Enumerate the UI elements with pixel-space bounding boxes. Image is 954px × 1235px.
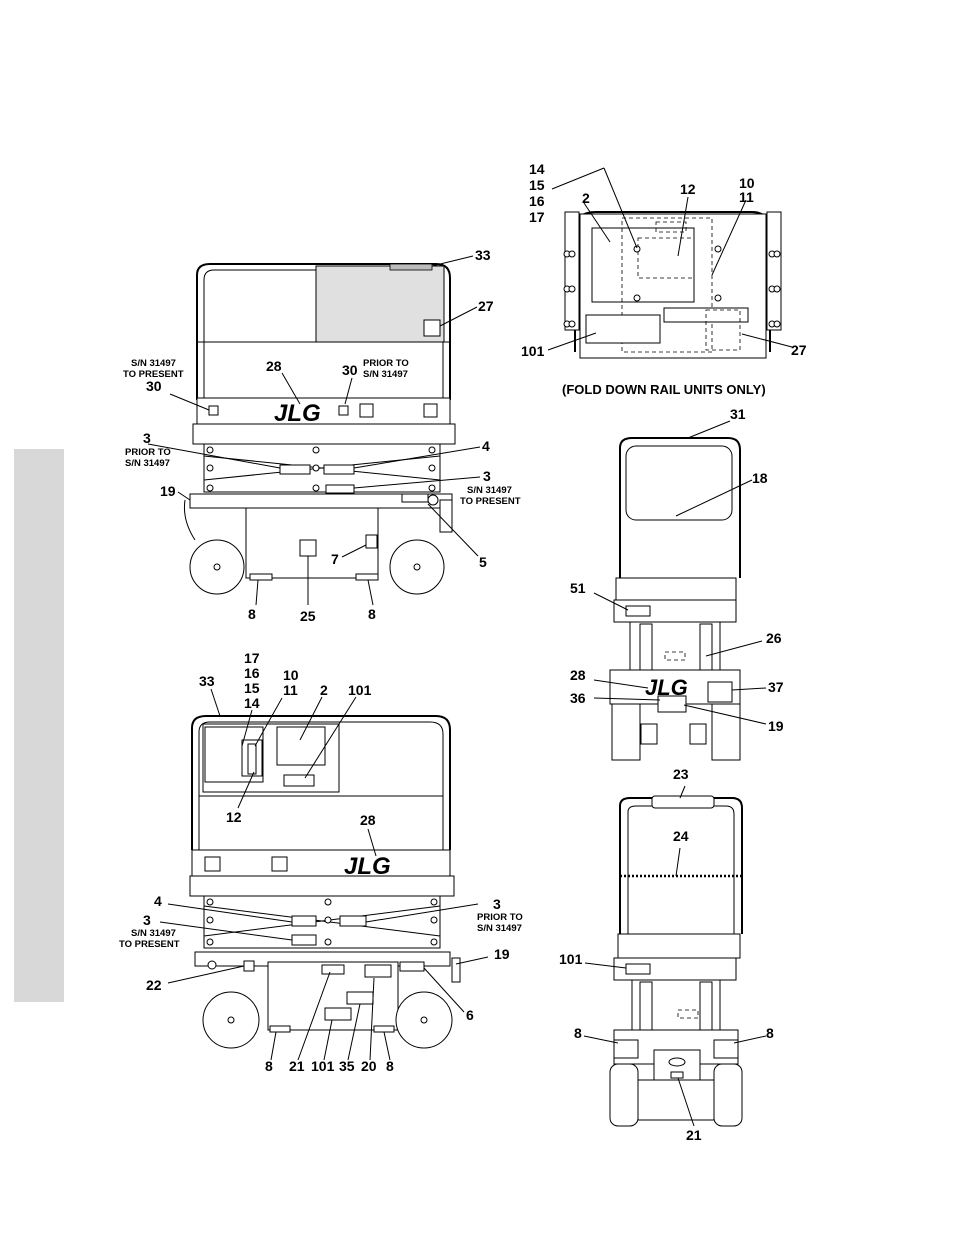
callout-19: 19 [160,483,176,499]
fold-down-caption: (FOLD DOWN RAIL UNITS ONLY) [562,382,766,397]
callout-8: 8 [766,1025,774,1041]
end-view-front: JLG 31 18 51 26 28 37 36 19 [570,406,784,761]
callout-24: 24 [673,828,689,844]
callout-2: 2 [320,682,328,698]
callout-10: 10 [739,175,755,191]
callout-30: 30 [342,362,358,378]
note-prior-to: PRIOR TO [363,358,409,369]
callout-33: 33 [475,247,491,263]
note-sn: S/N 31497 [467,485,512,496]
callout-21: 21 [686,1127,702,1143]
callout-8: 8 [368,606,376,622]
note-sn: S/N 31497 [125,458,170,469]
callout-8: 8 [574,1025,582,1041]
callout-11: 11 [283,682,298,698]
callout-26: 26 [766,630,782,646]
note-sn: S/N 31497 [131,358,176,369]
callout-101: 101 [348,682,372,698]
callout-11: 11 [739,189,754,205]
callout-17: 17 [244,650,260,666]
note-prior-to: PRIOR TO [125,447,171,458]
note-sn: S/N 31497 [477,923,522,934]
callout-4: 4 [154,893,162,909]
callout-27: 27 [791,342,807,358]
note-prior-to: PRIOR TO [477,912,523,923]
callout-19: 19 [494,946,510,962]
callout-8: 8 [248,606,256,622]
callout-3: 3 [483,468,491,484]
callout-22: 22 [146,977,162,993]
jlg-logo: JLG [344,853,391,880]
callout-28: 28 [266,358,282,374]
callout-27: 27 [478,298,494,314]
callout-21: 21 [289,1058,305,1074]
callout-35: 35 [339,1058,355,1074]
top-view-fold-down-rail: 14 15 16 17 2 12 10 11 101 27 (FOLD DOWN… [521,161,807,397]
callout-15: 15 [244,680,260,696]
callout-37: 37 [768,679,784,695]
note-to-present: TO PRESENT [119,939,180,950]
side-view-lower: JLG 17 16 15 14 10 [119,650,523,1074]
side-view-upper: JLG 33 27 28 30 PRIOR TO S/N 31497 S/N 3… [123,247,521,624]
callout-14: 14 [529,161,545,177]
callout-5: 5 [479,554,487,570]
callout-7: 7 [331,551,339,567]
note-sn: S/N 31497 [131,928,176,939]
callout-101: 101 [559,951,583,967]
callout-6: 6 [466,1007,474,1023]
note-to-present: TO PRESENT [123,369,184,380]
section-side-tab [14,449,64,1002]
callout-51: 51 [570,580,586,596]
jlg-logo: JLG [274,400,321,427]
note-sn: S/N 31497 [363,369,408,380]
callout-10: 10 [283,667,299,683]
jlg-logo: JLG [645,675,688,700]
callout-18: 18 [752,470,768,486]
callout-12: 12 [226,809,242,825]
callout-36: 36 [570,690,586,706]
callout-33: 33 [199,673,215,689]
callout-3: 3 [493,896,501,912]
callout-23: 23 [673,766,689,782]
callout-31: 31 [730,406,746,422]
callout-20: 20 [361,1058,377,1074]
callout-30: 30 [146,378,162,394]
callout-16: 16 [244,665,260,681]
callout-3: 3 [143,912,151,928]
callout-2: 2 [582,190,590,206]
end-view-rear: 23 24 101 8 8 21 [559,766,774,1143]
callout-8: 8 [386,1058,394,1074]
callout-28: 28 [360,812,376,828]
callout-4: 4 [482,438,490,454]
callout-3: 3 [143,430,151,446]
callout-17: 17 [529,209,545,225]
callout-25: 25 [300,608,316,624]
callout-8: 8 [265,1058,273,1074]
callout-101: 101 [521,343,545,359]
callout-28: 28 [570,667,586,683]
callout-19: 19 [768,718,784,734]
callout-15: 15 [529,177,545,193]
callout-101: 101 [311,1058,335,1074]
callout-16: 16 [529,193,545,209]
callout-14: 14 [244,695,260,711]
callout-12: 12 [680,181,696,197]
note-to-present: TO PRESENT [460,496,521,507]
